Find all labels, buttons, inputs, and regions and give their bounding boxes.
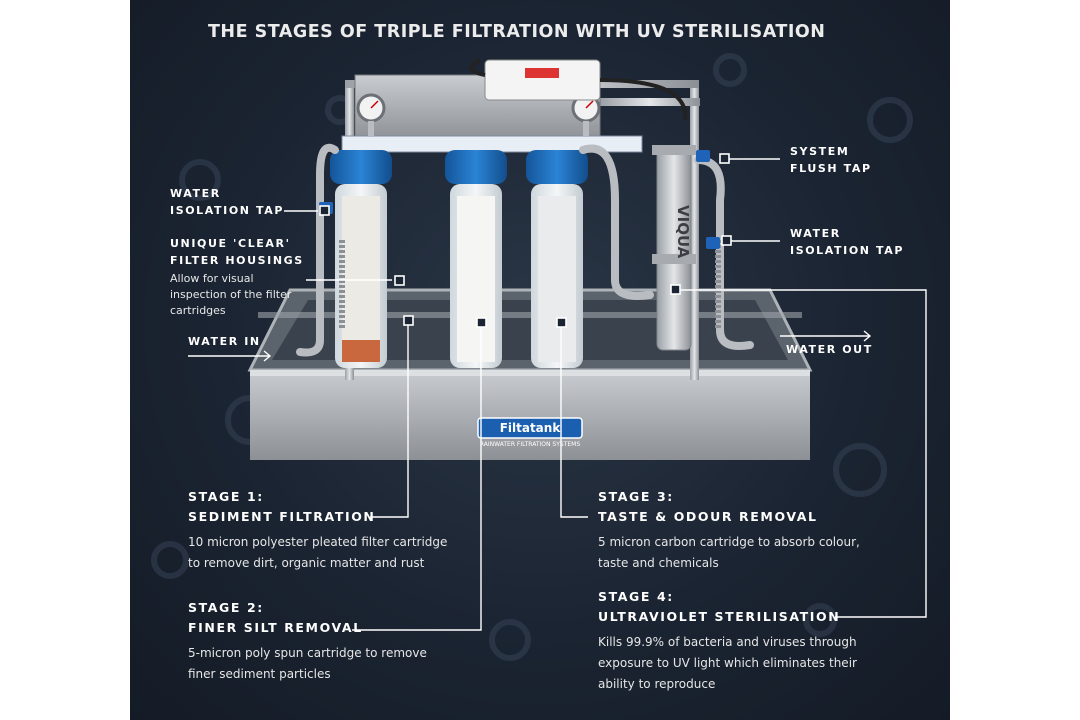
callout-system-flush-tap: SYSTEM FLUSH TAP (790, 143, 872, 177)
pressure-gauge-left (356, 93, 386, 136)
flush-tap-valve (696, 150, 710, 162)
stage-1-name: SEDIMENT FILTRATION (188, 509, 376, 524)
filtration-system-illustration: VIQUA Filtatank RAINWATER FILTRATION SYS… (151, 53, 927, 661)
stage-4-label: STAGE 4: (598, 589, 674, 604)
desc-line-1: Kills 99.9% of bacteria and viruses thro… (598, 635, 857, 649)
desc-line-1: 10 micron polyester pleated filter cartr… (188, 535, 448, 549)
desc-line-1: Allow for visual (170, 272, 254, 285)
filter-housing-1 (330, 150, 392, 368)
desc-line-2: inspection of the filter (170, 288, 292, 301)
stage-3-label: STAGE 3: (598, 489, 674, 504)
brand-subtitle-text: RAINWATER FILTRATION SYSTEMS (480, 441, 580, 448)
stage-2-desc: 5-micron poly spun cartridge to remove f… (188, 643, 488, 685)
page-title: THE STAGES OF TRIPLE FILTRATION WITH UV … (208, 22, 826, 42)
desc-line-3: cartridges (170, 304, 226, 317)
callout-line-2: ISOLATION TAP (170, 204, 285, 217)
callout-clear-housings: UNIQUE 'CLEAR' FILTER HOUSINGS (170, 235, 304, 269)
stage-2-name: FINER SILT REMOVAL (188, 620, 363, 635)
isolation-tap-right-valve (706, 237, 720, 249)
stage-1-label: STAGE 1: (188, 489, 264, 504)
stage-2-label: STAGE 2: (188, 600, 264, 615)
stage-4-desc: Kills 99.9% of bacteria and viruses thro… (598, 632, 908, 695)
callout-line-1: WATER (790, 227, 841, 240)
callout-clear-housings-desc: Allow for visual inspection of the filte… (170, 271, 310, 319)
brand-badge: Filtatank RAINWATER FILTRATION SYSTEMS (477, 417, 583, 448)
callout-lines (188, 158, 927, 631)
hoses (339, 240, 721, 330)
desc-line-3: ability to reproduce (598, 677, 716, 691)
uv-brand-text: VIQUA (674, 205, 692, 259)
desc-line-2: finer sediment particles (188, 667, 331, 681)
callout-line-2: FILTER HOUSINGS (170, 254, 304, 267)
callout-line-1: WATER (170, 187, 221, 200)
callout-line-1: UNIQUE 'CLEAR' (170, 237, 291, 250)
stage-3-name: TASTE & ODOUR REMOVAL (598, 509, 818, 524)
callout-isolation-tap-right: WATER ISOLATION TAP (790, 225, 904, 259)
uv-sterilizer-unit: VIQUA (652, 145, 696, 351)
desc-line-1: 5-micron poly spun cartridge to remove (188, 646, 427, 660)
desc-line-2: taste and chemicals (598, 556, 719, 570)
stage-1-desc: 10 micron polyester pleated filter cartr… (188, 532, 488, 574)
callout-markers (319, 153, 732, 328)
stage-3-desc: 5 micron carbon cartridge to absorb colo… (598, 532, 898, 574)
callout-line-1: SYSTEM (790, 145, 850, 158)
uv-controller (469, 58, 688, 121)
callout-water-out: WATER OUT (786, 343, 873, 356)
callout-line-2: ISOLATION TAP (790, 244, 905, 257)
stage-4-name: ULTRAVIOLET STERILISATION (598, 609, 841, 624)
callout-isolation-tap-left: WATER ISOLATION TAP (170, 185, 284, 219)
filter-housing-2 (445, 150, 507, 368)
diagram-panel: VIQUA Filtatank RAINWATER FILTRATION SYS… (130, 0, 950, 720)
callout-line-2: FLUSH TAP (790, 162, 872, 175)
desc-line-2: to remove dirt, organic matter and rust (188, 556, 425, 570)
brand-logo-text: Filtatank (500, 421, 562, 435)
desc-line-2: exposure to UV light which eliminates th… (598, 656, 857, 670)
desc-line-1: 5 micron carbon cartridge to absorb colo… (598, 535, 860, 549)
callout-water-in: WATER IN (188, 335, 261, 348)
filter-housing-3 (526, 150, 588, 368)
